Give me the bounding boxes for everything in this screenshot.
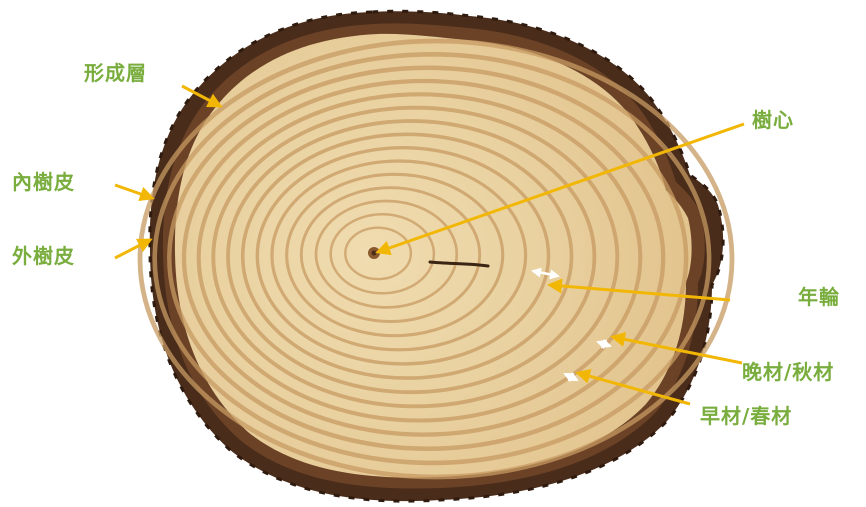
outer-bark-pointer-arrow [115,240,150,258]
annual-ring-label: 年輪 [798,285,840,309]
latewood-label: 晚材/秋材 [742,360,834,384]
earlywood-label: 早材/春材 [700,404,792,428]
outer-bark-label: 外樹皮 [12,244,75,268]
inner-bark-label: 內樹皮 [12,170,75,194]
pith-core [372,251,377,256]
pith-label: 樹心 [752,108,794,132]
inner-bark-pointer-arrow [115,185,152,198]
cambium-label: 形成層 [84,61,147,85]
